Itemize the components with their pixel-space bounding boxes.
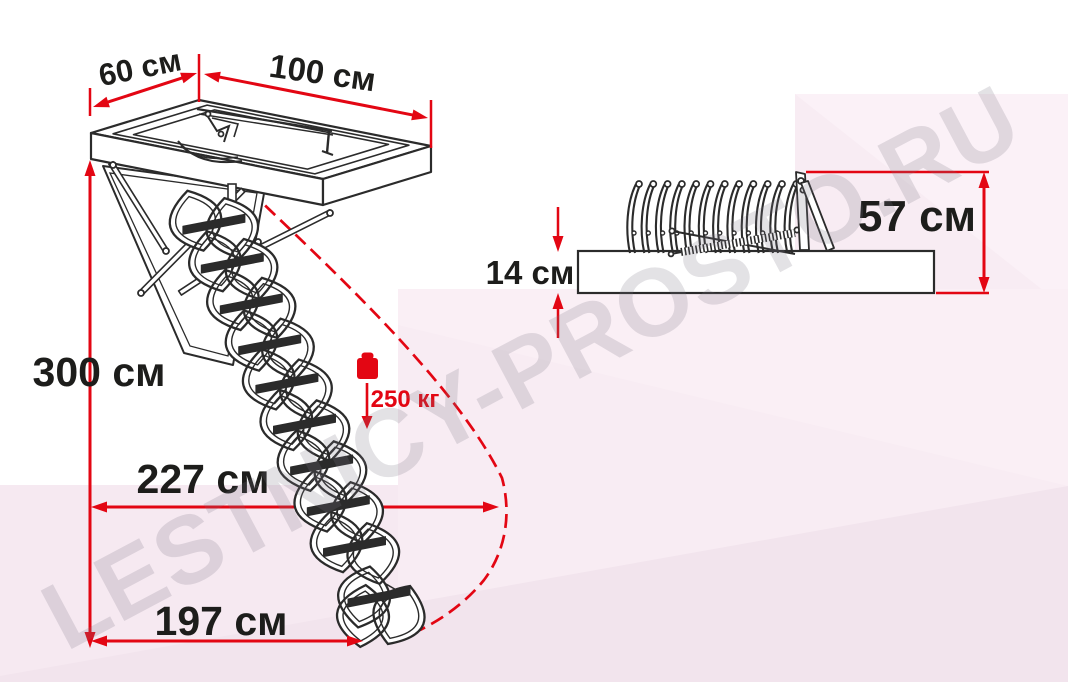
svg-text:227 см: 227 см	[137, 456, 270, 502]
svg-text:14 см: 14 см	[486, 254, 575, 291]
svg-text:250 кг: 250 кг	[371, 386, 440, 413]
svg-text:197 см: 197 см	[155, 598, 288, 644]
svg-text:57 см: 57 см	[858, 192, 976, 241]
svg-text:300 см: 300 см	[33, 349, 166, 395]
